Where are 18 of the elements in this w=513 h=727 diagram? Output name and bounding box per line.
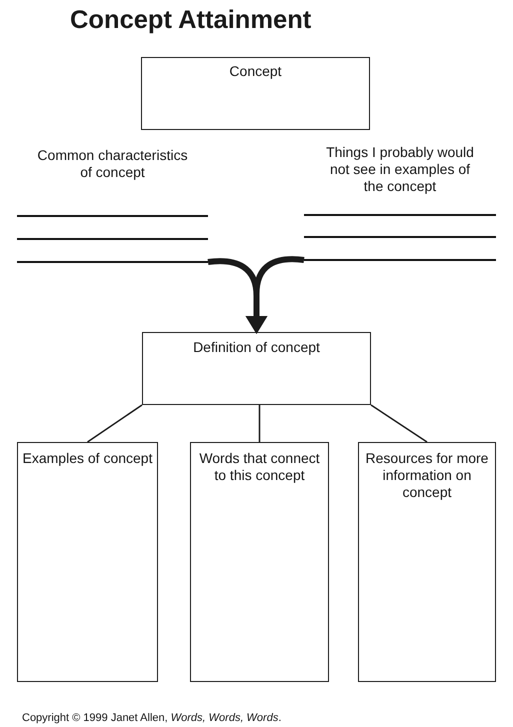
- box-heading: Words that connect to this concept: [198, 450, 321, 484]
- box-heading: Resources for more information on concept: [364, 450, 490, 501]
- organizer-box: [190, 442, 329, 682]
- connector-line: [258, 405, 260, 442]
- box-heading: Examples of concept: [22, 450, 154, 467]
- connector-line: [87, 404, 142, 443]
- section-heading: Common characteristics of concept: [36, 147, 189, 181]
- page-title: Concept Attainment: [70, 5, 312, 35]
- organizer-box: [358, 442, 496, 682]
- box-heading: Definition of concept: [192, 339, 321, 356]
- organizer-box: [142, 332, 371, 405]
- curved-arrow: [246, 256, 304, 334]
- connector-line: [370, 404, 428, 443]
- organizer-box: [141, 57, 370, 130]
- copyright-note: Copyright © 1999 Janet Allen, Words, Words, Words.: [22, 711, 282, 725]
- box-heading: Concept: [228, 63, 283, 80]
- organizer-box: [17, 442, 158, 682]
- section-heading: Things I probably would not see in examples of the concept: [325, 144, 475, 195]
